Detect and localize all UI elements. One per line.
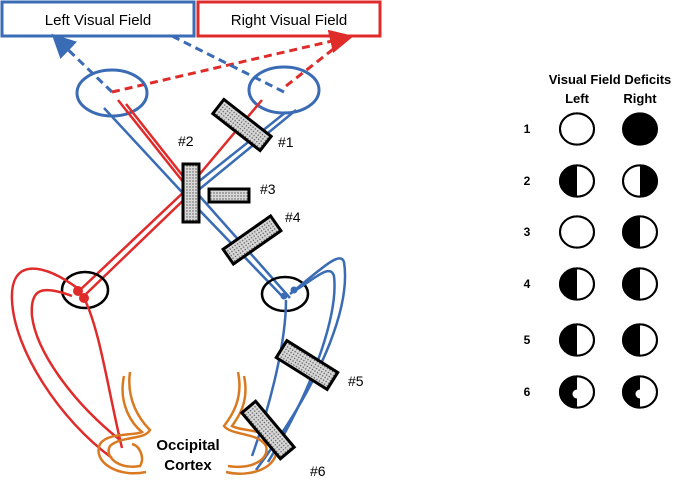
right-field-deficit-icon [622, 112, 658, 146]
left-lgn [60, 270, 110, 310]
deficit-row-number: 6 [524, 385, 531, 399]
cortex-label-line2: Cortex [164, 457, 212, 474]
left-field-deficit-icon [559, 375, 595, 409]
svg-text:#6: #6 [310, 463, 326, 479]
deficit-row: 4 [524, 267, 658, 301]
lesion-1: #1 [210, 97, 294, 153]
deficit-row: 3 [524, 215, 658, 249]
lesion-3: #3 [207, 181, 276, 204]
lesion-2: #2 [178, 133, 201, 224]
left-field-deficit-icon [559, 112, 595, 146]
svg-text:#4: #4 [285, 209, 301, 225]
left-field-deficit-icon [559, 164, 595, 198]
optic-radiation-right [250, 257, 347, 471]
left-visual-field-box: Left Visual Field [0, 0, 196, 38]
left-visual-field-label: Left Visual Field [45, 12, 151, 29]
cortex-label-line1: Occipital [156, 437, 219, 454]
deficit-row: 1 [524, 112, 658, 146]
occipital-cortex-left [97, 371, 152, 475]
visual-field-rays [51, 29, 354, 94]
svg-text:#1: #1 [278, 134, 294, 150]
deficit-row: 2 [524, 164, 658, 198]
svg-text:#3: #3 [260, 181, 276, 197]
right-visual-field-label: Right Visual Field [231, 12, 347, 29]
right-visual-field-box: Right Visual Field [196, 0, 382, 38]
lesion-5: #5 [274, 338, 364, 392]
right-field-deficit-icon [622, 215, 658, 249]
left-field-deficit-icon [559, 267, 595, 301]
right-field-deficit-icon [622, 375, 658, 409]
deficit-row-number: 2 [524, 174, 531, 188]
lesion-6: #6 [239, 399, 326, 479]
left-eye [75, 68, 149, 118]
deficit-row-number: 1 [524, 122, 531, 136]
right-field-deficit-icon [622, 164, 658, 198]
left-field-deficit-icon [559, 215, 595, 249]
deficits-col-left: Left [565, 91, 590, 106]
left-field-deficit-icon [559, 323, 595, 357]
deficits-title: Visual Field Deficits [549, 72, 672, 87]
lesion-4: #4 [220, 209, 301, 267]
right-eye [247, 65, 321, 115]
deficit-row-number: 4 [524, 277, 531, 291]
right-field-deficit-icon [622, 267, 658, 301]
deficit-row-number: 3 [524, 225, 531, 239]
deficit-row: 6 [524, 375, 658, 409]
deficits-col-right: Right [623, 91, 657, 106]
deficit-row-number: 5 [524, 333, 531, 347]
svg-text:#5: #5 [348, 373, 364, 389]
deficit-row: 5 [524, 323, 658, 357]
optic-radiation-left [10, 267, 124, 460]
visual-field-deficits: Visual Field Deficits Left Right 1 2 3 4 5 6 [524, 72, 672, 409]
right-field-deficit-icon [622, 323, 658, 357]
svg-text:#2: #2 [178, 133, 194, 149]
